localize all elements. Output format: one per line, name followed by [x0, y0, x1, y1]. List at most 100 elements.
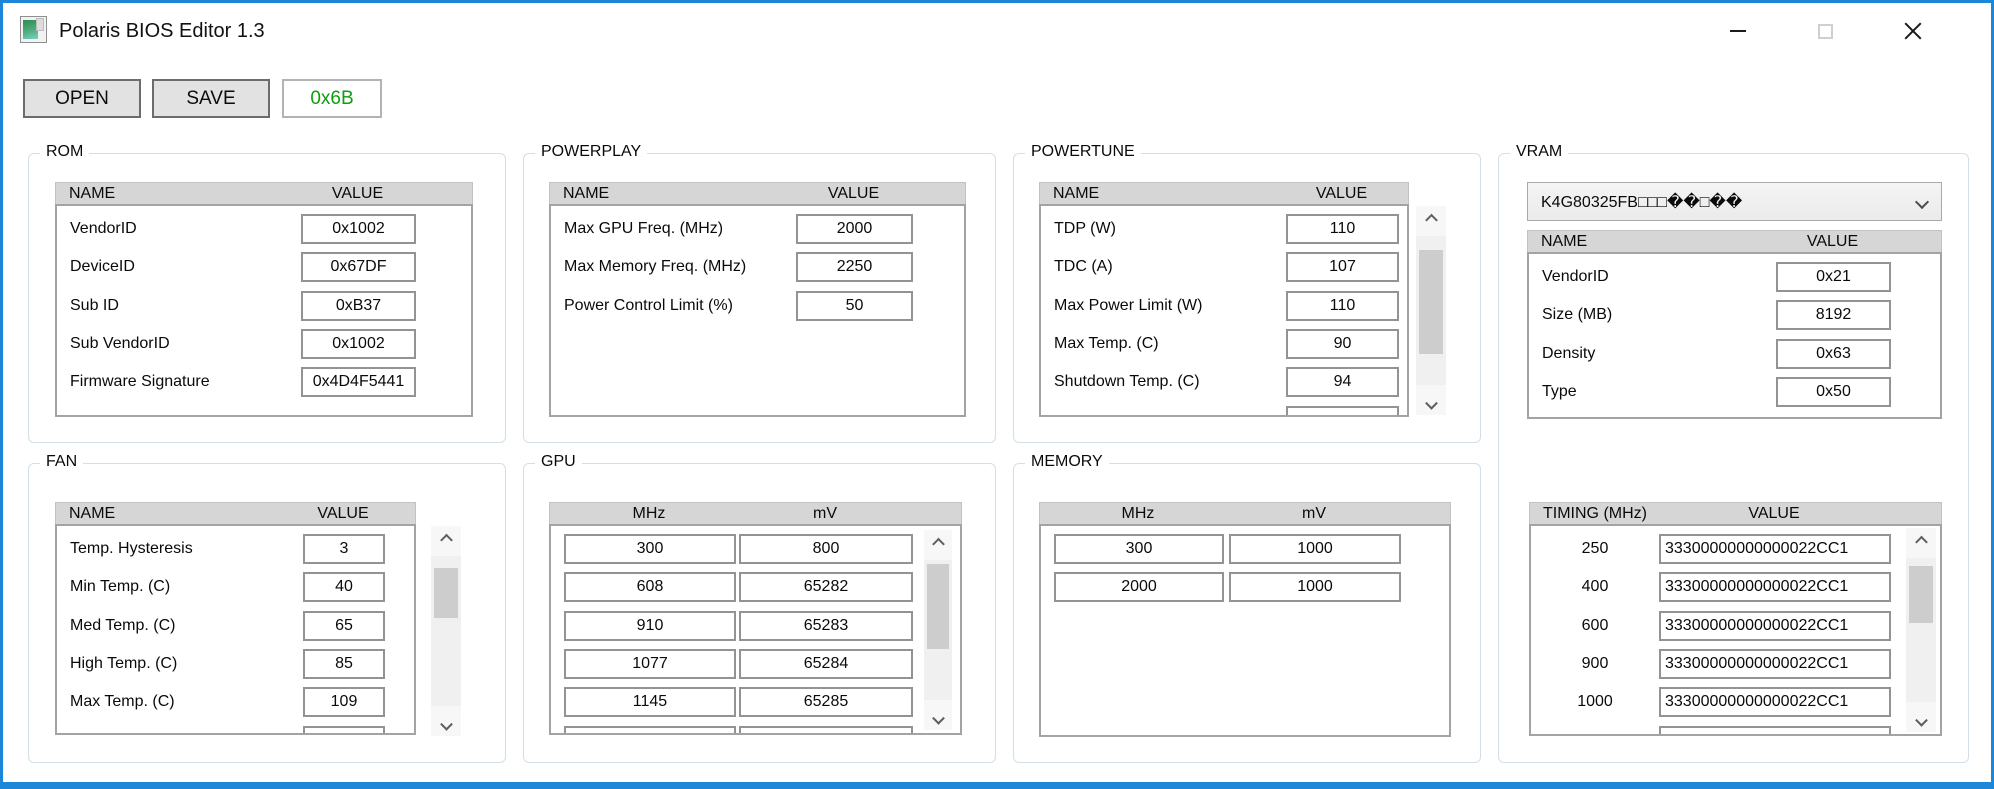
vram-group: VRAM K4G80325FB□□□��□�� NAME VALUE Vendo… — [1498, 143, 1969, 763]
vram-table: VendorID 0x21 Size (MB) 8192 Density 0x6… — [1527, 252, 1942, 419]
gpu-mhz-input[interactable]: 910 — [564, 610, 736, 641]
fan-group-label: FAN — [40, 453, 84, 471]
tdp-input[interactable]: 110 — [1286, 214, 1399, 245]
vram-vendorid-input[interactable]: 0x21 — [1776, 262, 1891, 293]
scroll-up-button[interactable] — [1416, 206, 1446, 236]
table-row: 300 1000 — [1041, 530, 1449, 568]
chevron-down-icon — [1914, 713, 1928, 727]
gpu-mhz-input[interactable]: 300 — [564, 534, 736, 565]
power-control-limit-input[interactable]: 50 — [796, 290, 913, 321]
powerplay-table-header: NAME VALUE — [549, 182, 966, 205]
max-power-limit-input[interactable]: 110 — [1286, 290, 1399, 321]
checksum-indicator: 0x6B — [282, 79, 382, 118]
scrollbar-thumb[interactable] — [927, 564, 949, 649]
minimize-icon — [1730, 30, 1746, 32]
timing-value-input[interactable]: 33300000000000022CC1 — [1659, 610, 1891, 641]
memory-mv-input[interactable]: 1000 — [1229, 572, 1401, 603]
gpu-mv-input[interactable]: 65284 — [739, 649, 913, 680]
close-button[interactable] — [1884, 3, 1942, 59]
fan-scrollbar[interactable] — [431, 526, 461, 736]
chevron-up-icon — [931, 537, 945, 550]
vram-type-input[interactable]: 0x50 — [1776, 377, 1891, 408]
min-temp-input[interactable]: 40 — [303, 572, 385, 603]
chevron-down-icon — [1424, 396, 1438, 410]
table-row: Max Temp. (C) 90 — [1041, 325, 1407, 363]
max-gpu-freq-input[interactable]: 2000 — [796, 214, 913, 245]
scroll-down-button[interactable] — [924, 700, 952, 730]
gpu-group: GPU MHz mV 300 800 608 65282 910 65283 1… — [523, 453, 996, 763]
scroll-down-button[interactable] — [1906, 702, 1936, 732]
powertune-table-header: NAME VALUE — [1039, 182, 1409, 205]
fan-group: FAN NAME VALUE Temp. Hysteresis 3 Min Te… — [28, 453, 506, 763]
powerplay-group-label: POWERPLAY — [535, 143, 648, 161]
vram-size-input[interactable]: 8192 — [1776, 300, 1891, 331]
vram-group-label: VRAM — [1510, 143, 1569, 161]
gpu-mhz-input[interactable]: 608 — [564, 572, 736, 603]
tdc-input[interactable]: 107 — [1286, 252, 1399, 283]
scrollbar-thumb[interactable] — [434, 568, 458, 618]
gpu-mhz-input[interactable]: 1145 — [564, 687, 736, 718]
rom-table-header: NAME VALUE — [55, 182, 473, 205]
high-temp-input[interactable]: 85 — [303, 649, 385, 680]
table-row: Max Temp. (C) 109 — [57, 683, 414, 721]
scrollbar-track[interactable] — [1416, 236, 1446, 385]
scrollbar-track[interactable] — [1906, 558, 1936, 702]
gpu-mv-input[interactable]: 65285 — [739, 687, 913, 718]
scrollbar-track[interactable] — [924, 560, 952, 700]
memory-mv-input[interactable]: 1000 — [1229, 534, 1401, 565]
titlebar: Polaris BIOS Editor 1.3 — [3, 3, 1991, 59]
scrollbar-thumb[interactable] — [1909, 566, 1933, 623]
timing-table-header: TIMING (MHz) VALUE — [1529, 502, 1942, 525]
max-temp-input[interactable]: 90 — [1286, 329, 1399, 360]
scroll-down-button[interactable] — [431, 706, 461, 736]
temp-hysteresis-input[interactable]: 3 — [303, 534, 385, 565]
subid-input[interactable]: 0xB37 — [301, 290, 416, 321]
table-row-partial — [1531, 722, 1940, 734]
gpu-mv-input[interactable]: 800 — [739, 534, 913, 565]
powertune-scrollbar[interactable] — [1416, 206, 1446, 415]
table-row: 300 800 — [551, 530, 960, 568]
timing-value-input[interactable]: 33300000000000022CC1 — [1659, 687, 1891, 718]
gpu-mv-input[interactable]: 65283 — [739, 610, 913, 641]
scroll-up-button[interactable] — [431, 526, 461, 556]
window-title: Polaris BIOS Editor 1.3 — [59, 20, 265, 42]
scroll-up-button[interactable] — [924, 530, 952, 560]
timing-value-input[interactable]: 33300000000000022CC1 — [1659, 649, 1891, 680]
shutdown-temp-input[interactable]: 94 — [1286, 367, 1399, 398]
gpu-mhz-input[interactable]: 1077 — [564, 649, 736, 680]
timing-value-input[interactable]: 33300000000000022CC1 — [1659, 534, 1891, 565]
scroll-down-button[interactable] — [1416, 385, 1446, 415]
gpu-scrollbar[interactable] — [924, 530, 952, 730]
firmware-signature-input[interactable]: 0x4D4F5441 — [301, 367, 416, 398]
fan-max-temp-input[interactable]: 109 — [303, 687, 385, 718]
vram-density-input[interactable]: 0x63 — [1776, 338, 1891, 369]
table-row: TDC (A) 107 — [1041, 248, 1407, 286]
gpu-table-header: MHz mV — [549, 502, 962, 525]
table-row: 2000 1000 — [1041, 568, 1449, 606]
deviceid-input[interactable]: 0x67DF — [301, 252, 416, 283]
scrollbar-thumb[interactable] — [1419, 250, 1443, 354]
table-row: Type 0x50 — [1529, 373, 1940, 411]
timing-scrollbar[interactable] — [1906, 528, 1936, 732]
scroll-up-button[interactable] — [1906, 528, 1936, 558]
timing-value-input[interactable]: 33300000000000022CC1 — [1659, 572, 1891, 603]
minimize-button[interactable] — [1709, 3, 1767, 59]
memory-mhz-input[interactable]: 300 — [1054, 534, 1224, 565]
maximize-button — [1796, 3, 1854, 59]
memory-mhz-input[interactable]: 2000 — [1054, 572, 1224, 603]
save-button[interactable]: SAVE — [152, 79, 270, 118]
table-row-partial — [1041, 402, 1407, 415]
vram-dropdown-value: K4G80325FB□□□��□�� — [1541, 193, 1743, 211]
subvendorid-input[interactable]: 0x1002 — [301, 329, 416, 360]
vram-type-dropdown[interactable]: K4G80325FB□□□��□�� — [1527, 182, 1942, 221]
scrollbar-track[interactable] — [431, 556, 461, 706]
max-memory-freq-input[interactable]: 2250 — [796, 252, 913, 283]
table-row: Shutdown Temp. (C) 94 — [1041, 363, 1407, 401]
gpu-mv-input[interactable]: 65282 — [739, 572, 913, 603]
open-button[interactable]: OPEN — [23, 79, 141, 118]
med-temp-input[interactable]: 65 — [303, 610, 385, 641]
table-row: 400 33300000000000022CC1 — [1531, 568, 1940, 606]
table-row: 600 33300000000000022CC1 — [1531, 607, 1940, 645]
table-row: 1145 65285 — [551, 683, 960, 721]
vendorid-input[interactable]: 0x1002 — [301, 214, 416, 245]
